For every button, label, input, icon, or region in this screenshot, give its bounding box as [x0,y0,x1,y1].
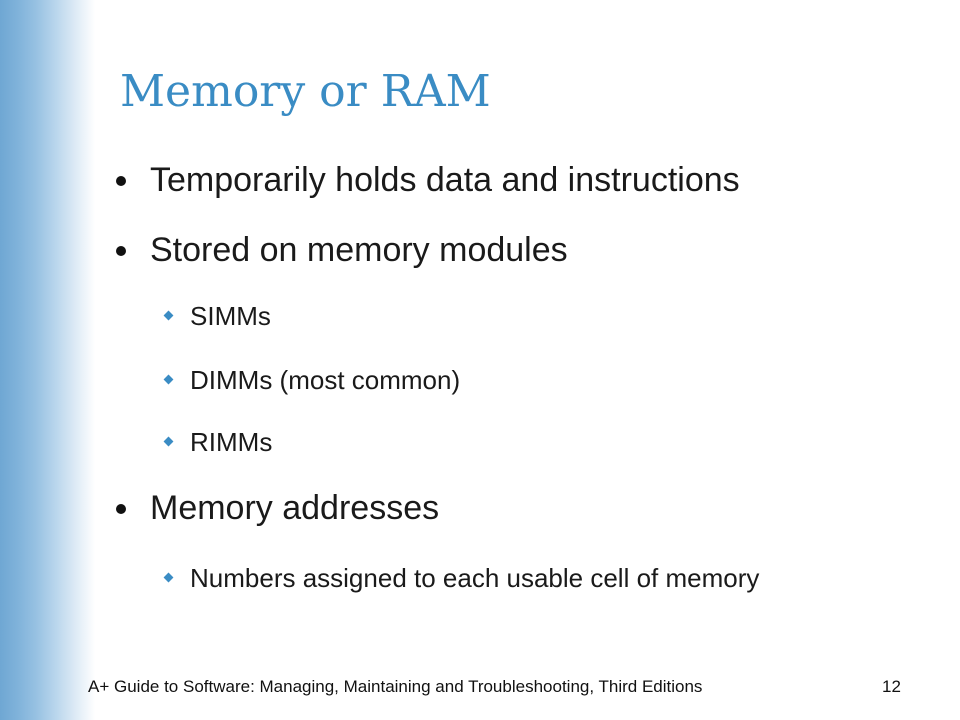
sub-bullet-text: Numbers assigned to each usable cell of … [190,563,760,593]
diamond-bullet-icon [163,572,174,583]
diamond-bullet-icon [163,310,174,321]
bullet-dot-icon [116,246,126,256]
bullet-dot-icon [116,176,126,186]
diamond-bullet-icon [163,374,174,385]
bullet-text: Stored on memory modules [150,231,568,269]
bullet-text: Temporarily holds data and instructions [150,161,740,199]
sub-bullet-text: SIMMs [190,301,271,331]
sub-bullet-text: RIMMs [190,427,273,457]
left-decorative-band [0,0,95,720]
bullet-text: Memory addresses [150,489,440,527]
page-number: 12 [882,677,901,696]
slide-title: Memory or RAM [120,66,491,117]
sub-bullet-text: DIMMs (most common) [190,365,461,395]
bullet-dot-icon [116,504,126,514]
footer-text: A+ Guide to Software: Managing, Maintain… [88,677,703,696]
diamond-bullet-icon [163,436,174,447]
